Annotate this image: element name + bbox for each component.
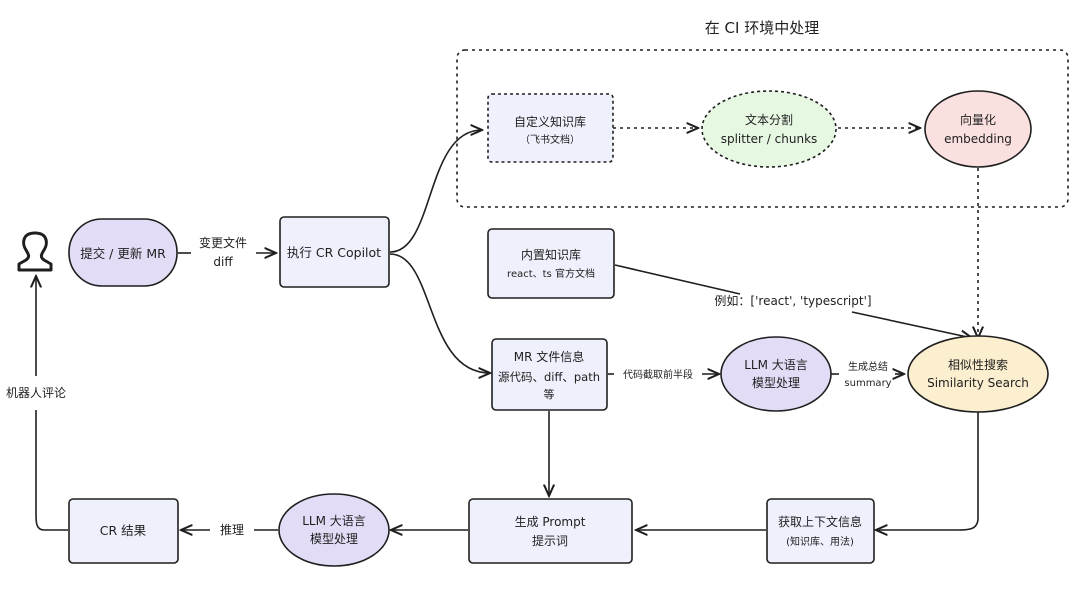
- edge-label-change-files: 变更文件: [199, 235, 247, 250]
- node-llm2-line1: LLM 大语言: [302, 514, 366, 528]
- node-submit: [68, 218, 178, 287]
- edges: [36, 128, 978, 530]
- node-embed-line1: 向量化: [960, 112, 996, 127]
- node-prompt: [468, 498, 633, 564]
- edge-label-infer: 推理: [220, 523, 244, 537]
- node-builtin-kb-line1: 内置知识库: [521, 247, 581, 262]
- edge-execute-mrinfo: [389, 253, 490, 373]
- node-mr-info-line3: 等: [544, 387, 555, 401]
- node-llm2: [278, 493, 390, 567]
- edge-label-bot-comment: 机器人评论: [6, 386, 66, 400]
- edge-builtin-similarity-b: [851, 311, 972, 338]
- node-builtin-kb-line2: react、ts 官方文档: [507, 267, 595, 280]
- node-llm1-line1: LLM 大语言: [744, 358, 808, 372]
- node-context: [766, 498, 875, 564]
- edge-label-builtin-example: 例如：['react', 'typescript']: [714, 293, 871, 308]
- node-custom-kb: [487, 93, 614, 163]
- node-execute-label: 执行 CR Copilot: [287, 245, 381, 260]
- node-split-line1: 文本分割: [745, 112, 793, 127]
- node-prompt-line1: 生成 Prompt: [515, 515, 586, 529]
- node-llm1-line2: 模型处理: [752, 376, 800, 390]
- node-custom-kb-line2: （飞书文档）: [520, 133, 580, 146]
- edge-similarity-context: [876, 411, 979, 530]
- node-similarity-line1: 相似性搜索: [948, 357, 1008, 372]
- node-execute: [279, 216, 390, 288]
- node-embed-line2: embedding: [944, 132, 1012, 146]
- edge-label-mr-llm: 代码截取前半段: [623, 368, 693, 381]
- ci-region-box: [456, 49, 1069, 208]
- edge-builtin-similarity-a: [614, 264, 741, 295]
- node-similarity-line2: Similarity Search: [927, 376, 1029, 390]
- node-custom-kb-line1: 自定义知识库: [514, 114, 586, 129]
- node-context-line1: 获取上下文信息: [778, 514, 862, 529]
- node-llm2-line2: 模型处理: [310, 532, 358, 546]
- node-result-label: CR 结果: [100, 523, 147, 538]
- node-embed: [924, 90, 1032, 168]
- edge-label-summary-en: summary: [844, 378, 891, 389]
- node-mr-info-line2: 源代码、diff、path: [498, 370, 600, 384]
- node-llm1: [720, 336, 832, 412]
- node-result: [68, 498, 179, 564]
- node-builtin-kb: [487, 228, 615, 299]
- node-mr-info-line1: MR 文件信息: [514, 349, 585, 364]
- node-context-line2: (知识库、用法): [786, 535, 854, 548]
- node-split-line2: splitter / chunks: [721, 132, 818, 146]
- node-split: [701, 90, 837, 168]
- edge-result-user: [35, 410, 68, 531]
- node-similarity: [907, 335, 1049, 413]
- edge-label-summary-cn: 生成总结: [848, 360, 888, 373]
- edge-label-diff: diff: [213, 255, 233, 269]
- user-icon: [17, 231, 53, 272]
- region-title: 在 CI 环境中处理: [705, 19, 819, 37]
- node-mr-info: [491, 338, 608, 411]
- node-prompt-line2: 提示词: [532, 533, 568, 548]
- edge-execute-customkb: [389, 130, 482, 253]
- node-submit-label: 提交 / 更新 MR: [80, 246, 166, 261]
